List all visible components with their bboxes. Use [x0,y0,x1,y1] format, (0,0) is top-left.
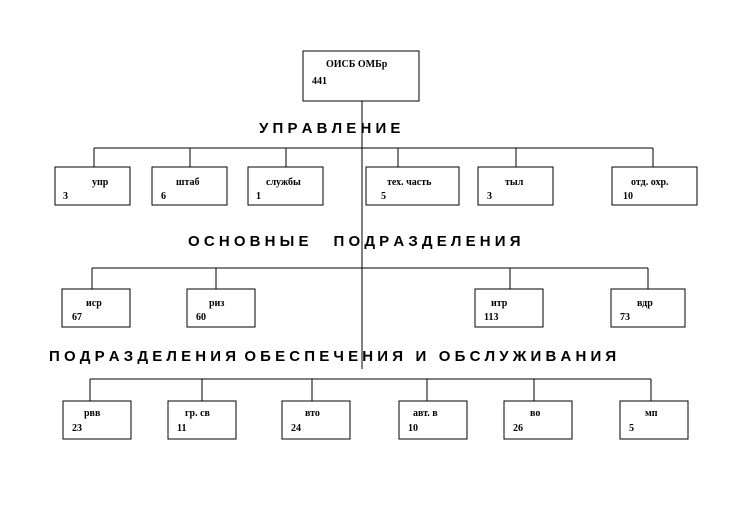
unit-name: авт. в [413,408,438,419]
unit-count: 3 [487,191,492,202]
unit-name: службы [266,177,301,188]
unit-name: рвв [84,408,101,419]
unit-box [186,288,256,328]
unit-box [398,400,468,440]
unit-count: 5 [381,191,386,202]
unit-box [477,166,554,206]
unit-name: отд. охр. [631,177,669,188]
unit-box [54,166,131,206]
unit-box [610,288,686,328]
root-box [302,50,420,102]
unit-name: вто [305,408,320,419]
unit-box [247,166,324,206]
unit-name: тех. часть [387,177,432,188]
unit-count: 3 [63,191,68,202]
section-title-management: У П Р А В Л Е Н И Е [259,120,400,137]
unit-name: мп [645,408,658,419]
row1-units: упр 3 штаб 6 службы 1 тех. часть 5 тыл 3… [54,148,698,206]
unit-name: вдр [637,298,653,309]
unit-box [474,288,544,328]
unit-count: 11 [177,423,186,434]
unit-count: 60 [196,312,206,323]
unit-count: 113 [484,312,498,323]
unit-count: 73 [620,312,630,323]
unit-name: итр [491,298,508,309]
unit-count: 6 [161,191,166,202]
unit-box [62,400,132,440]
unit-box [61,288,131,328]
unit-count: 23 [72,423,82,434]
unit-count: 24 [291,423,301,434]
row2-units: иср 67 риз 60 итр 113 вдр 73 [61,268,686,328]
unit-box [611,166,698,206]
unit-box [503,400,573,440]
unit-name: гр. св [185,408,211,419]
unit-count: 1 [256,191,261,202]
unit-count: 10 [623,191,633,202]
unit-name: упр [92,177,109,188]
section-title-main-units: О С Н О В Н Ы Е П О Д Р А З Д Е Л Е Н И … [188,233,521,250]
unit-box [151,166,228,206]
unit-name: риз [209,298,224,309]
unit-box [365,166,460,206]
root-node: ОИСБ ОМБр 441 [302,50,420,102]
unit-name: во [530,408,540,419]
unit-box [167,400,237,440]
root-count: 441 [312,76,327,87]
unit-count: 26 [513,423,523,434]
unit-count: 10 [408,423,418,434]
section-title-support-units: П О Д Р А З Д Е Л Е Н И Я О Б Е С П Е Ч … [49,348,616,365]
unit-box [619,400,689,440]
unit-count: 5 [629,423,634,434]
unit-name: тыл [505,177,524,188]
unit-name: штаб [176,177,199,188]
unit-name: иср [86,298,102,309]
unit-box [281,400,351,440]
root-name: ОИСБ ОМБр [326,59,388,70]
row3-units: рвв 23 гр. св 11 вто 24 авт. в 10 во 26 … [62,379,689,440]
unit-count: 67 [72,312,82,323]
